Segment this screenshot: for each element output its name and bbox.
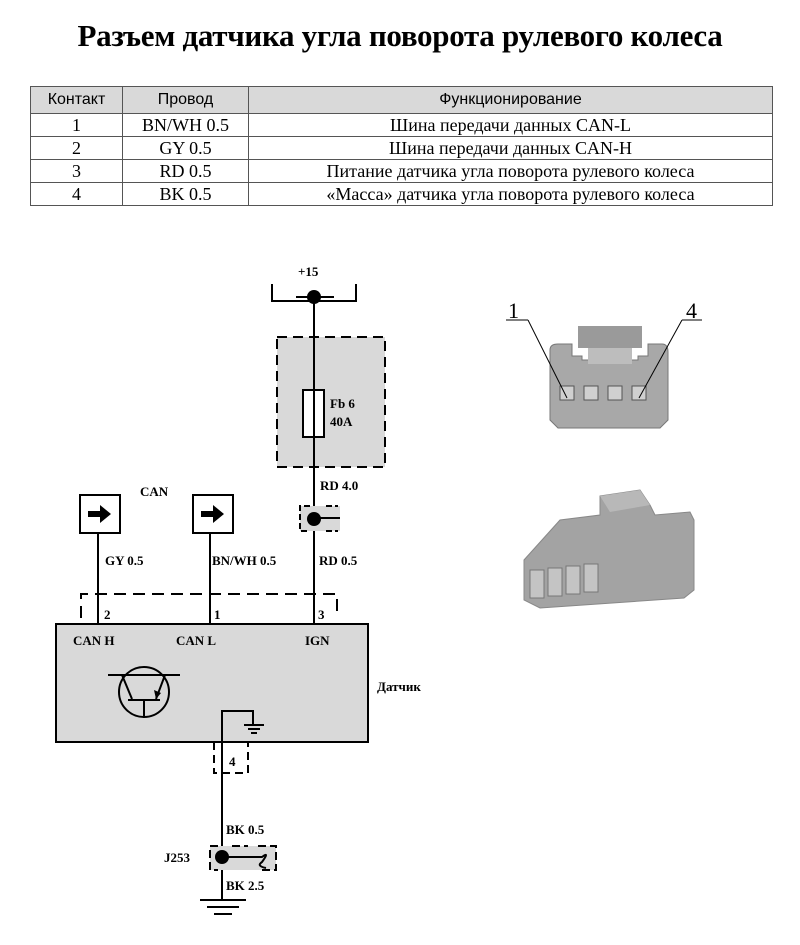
arrow-right-icon xyxy=(201,505,224,523)
table-row: 2 GY 0.5 Шина передачи данных CAN-H xyxy=(30,136,773,160)
wire-label-gy05: GY 0.5 xyxy=(105,553,144,568)
ground-icon xyxy=(221,710,264,742)
cell-function: Шина передачи данных CAN-H xyxy=(248,136,773,160)
inline-connector xyxy=(299,505,340,532)
connector-pin-label-4: 4 xyxy=(686,298,697,323)
arrow-right-icon xyxy=(88,505,111,523)
pin-label-4: 4 xyxy=(229,754,236,769)
fuse-rating: 40A xyxy=(330,414,353,429)
junction-label: J253 xyxy=(164,850,191,865)
wire-label-rd40: RD 4.0 xyxy=(320,478,358,493)
cell-pin: 1 xyxy=(30,113,123,137)
pin-label-3: 3 xyxy=(318,607,325,622)
sensor-pin-canl: CAN L xyxy=(176,633,216,648)
wire-label-bnwh05: BN/WH 0.5 xyxy=(212,553,277,568)
page-title: Разъем датчика угла поворота рулевого ко… xyxy=(77,18,723,53)
sensor-body: CAN H CAN L IGN xyxy=(55,623,369,743)
wire-label-bk25: BK 2.5 xyxy=(226,878,265,893)
fuse-box: Fb 6 40A xyxy=(276,336,386,468)
can-label: CAN xyxy=(140,484,169,499)
supply-label: +15 xyxy=(298,264,319,279)
cell-wire: BN/WH 0.5 xyxy=(122,113,249,137)
chassis-ground-icon xyxy=(200,899,246,915)
header-pin: Контакт xyxy=(30,86,123,114)
cell-wire: GY 0.5 xyxy=(122,136,249,160)
wire-label-rd05: RD 0.5 xyxy=(319,553,358,568)
can-l-arrow-box xyxy=(192,494,234,534)
cell-pin: 3 xyxy=(30,159,123,183)
cell-function: «Масса» датчика угла поворота рулевого к… xyxy=(248,182,773,206)
cell-pin: 4 xyxy=(30,182,123,206)
table-row: 4 BK 0.5 «Масса» датчика угла поворота р… xyxy=(30,182,773,206)
ground-splice xyxy=(209,845,277,871)
table-row: 1 BN/WH 0.5 Шина передачи данных CAN-L xyxy=(30,113,773,137)
cell-function: Питание датчика угла поворота рулевого к… xyxy=(248,159,773,183)
ground-connector-outline xyxy=(213,742,249,774)
connector-pin-label-1: 1 xyxy=(508,298,519,323)
cell-function: Шина передачи данных CAN-L xyxy=(248,113,773,137)
sensor-name: Датчик xyxy=(377,679,421,694)
sensor-pin-canh: CAN H xyxy=(73,633,115,648)
cell-pin: 2 xyxy=(30,136,123,160)
fuse-name: Fb 6 xyxy=(330,396,355,411)
header-wire: Провод xyxy=(122,86,249,114)
cell-wire: BK 0.5 xyxy=(122,182,249,206)
sensor-connector-outline xyxy=(80,593,338,618)
sensor-pin-ign: IGN xyxy=(305,633,330,648)
wire-label-bk05: BK 0.5 xyxy=(226,822,265,837)
wiring-diagram: +15 Fb 6 40A RD 4.0 CAN GY 0.5 BN/WH 0.5… xyxy=(55,264,702,915)
table-header-row: Контакт Провод Функционирование xyxy=(30,86,773,114)
pin-label-2: 2 xyxy=(104,607,111,622)
can-h-arrow-box xyxy=(79,494,121,534)
pinout-table: Контакт Провод Функционирование 1 BN/WH … xyxy=(30,86,773,206)
transistor-icon xyxy=(108,666,180,718)
header-function: Функционирование xyxy=(248,86,773,114)
pin-label-1: 1 xyxy=(214,607,221,622)
connector-3d-view xyxy=(523,489,695,609)
table-row: 3 RD 0.5 Питание датчика угла поворота р… xyxy=(30,159,773,183)
cell-wire: RD 0.5 xyxy=(122,159,249,183)
connector-front-view: 1 4 xyxy=(506,298,702,429)
